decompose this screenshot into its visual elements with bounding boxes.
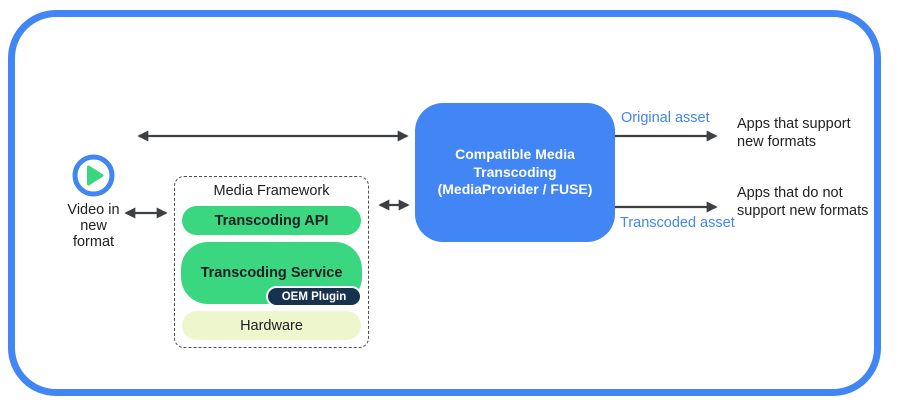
apps-support-new-formats-label: Apps that support new formats	[737, 116, 851, 150]
media-framework-title: Media Framework	[213, 183, 330, 199]
transcoding-api-pill: Transcoding API	[182, 206, 361, 235]
transcoded-asset-label: Transcoded asset	[620, 215, 735, 231]
video-source-label: Video in new format	[67, 202, 120, 250]
original-asset-label: Original asset	[621, 110, 710, 126]
apps-not-support-new-formats-label: Apps that do not support new formats	[737, 185, 869, 219]
diagram-border	[8, 10, 881, 396]
compatible-media-transcoding-box: Compatible Media Transcoding (MediaProvi…	[415, 103, 615, 242]
play-icon	[72, 154, 115, 197]
media-framework-box: Media Framework Transcoding API Transcod…	[174, 176, 369, 348]
hardware-pill: Hardware	[182, 311, 361, 340]
oem-plugin-pill: OEM Plugin	[266, 286, 362, 307]
